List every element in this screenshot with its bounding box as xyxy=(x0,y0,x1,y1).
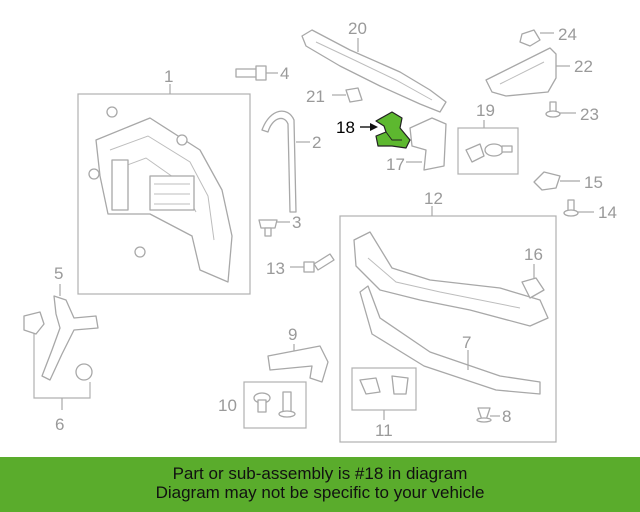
banner-line-2: Diagram may not be specific to your vehi… xyxy=(155,483,485,502)
callout-11: 11 xyxy=(375,421,393,440)
callout-2: 2 xyxy=(312,133,321,152)
part-10-fasteners[interactable] xyxy=(243,381,307,429)
callout-5: 5 xyxy=(54,264,63,283)
part-16-clip[interactable] xyxy=(521,264,545,299)
part-6-bracket[interactable] xyxy=(23,311,93,410)
callout-22: 22 xyxy=(574,57,593,76)
part-17-bracket[interactable] xyxy=(406,117,447,171)
callout-13: 13 xyxy=(266,259,285,278)
part-15-clip[interactable] xyxy=(533,171,580,191)
callout-10: 10 xyxy=(218,396,237,415)
part-21-clip[interactable] xyxy=(332,87,363,103)
banner-line-1: Part or sub-assembly is #18 in diagram xyxy=(172,464,468,483)
callout-15: 15 xyxy=(584,173,603,192)
callout-8: 8 xyxy=(502,407,511,426)
callout-6: 6 xyxy=(55,415,64,434)
callout-19: 19 xyxy=(476,101,495,120)
callout-24: 24 xyxy=(558,25,577,44)
part-13-bolt[interactable] xyxy=(290,253,335,273)
part-info-banner: Part or sub-assembly is #18 in diagram D… xyxy=(0,457,640,512)
callout-3: 3 xyxy=(292,213,301,232)
part-22-deflector[interactable] xyxy=(485,47,570,97)
callout-17: 17 xyxy=(386,155,405,174)
callout-14: 14 xyxy=(598,203,617,222)
callout-16: 16 xyxy=(524,245,543,264)
part-9-bracket[interactable] xyxy=(267,344,329,383)
callout-7: 7 xyxy=(462,333,471,352)
callout-12: 12 xyxy=(424,189,443,208)
callout-23: 23 xyxy=(580,105,599,124)
part-8-push-pin[interactable] xyxy=(476,407,500,423)
part-12-bumper-box[interactable] xyxy=(339,206,557,443)
part-24-nut[interactable] xyxy=(519,29,554,47)
part-2-seal-strip[interactable] xyxy=(261,110,310,213)
part-3-clip[interactable] xyxy=(258,219,290,237)
part-4-bolt[interactable] xyxy=(235,65,278,81)
callout-9: 9 xyxy=(288,325,297,344)
exploded-parts-diagram: 1 2 3 4 5 6 7 8 9 10 11 12 13 14 15 16 1… xyxy=(23,19,617,443)
part-5-bracket[interactable] xyxy=(41,284,99,381)
callout-4: 4 xyxy=(280,64,289,83)
part-23-screw[interactable] xyxy=(545,101,576,118)
part-7-lower-beam[interactable] xyxy=(359,285,541,395)
part-20-upper-shield[interactable] xyxy=(301,29,447,113)
part-11-clips[interactable] xyxy=(351,367,417,420)
callout-20: 20 xyxy=(348,19,367,38)
part-1-radiator-support[interactable] xyxy=(77,84,251,295)
callout-18: 18 xyxy=(336,118,355,137)
callout-21: 21 xyxy=(306,87,325,106)
part-14-bolt[interactable] xyxy=(563,199,594,217)
part-19-fasteners[interactable] xyxy=(457,120,519,175)
callout-1: 1 xyxy=(164,67,173,86)
part-18-highlighted-bracket[interactable] xyxy=(360,111,411,149)
